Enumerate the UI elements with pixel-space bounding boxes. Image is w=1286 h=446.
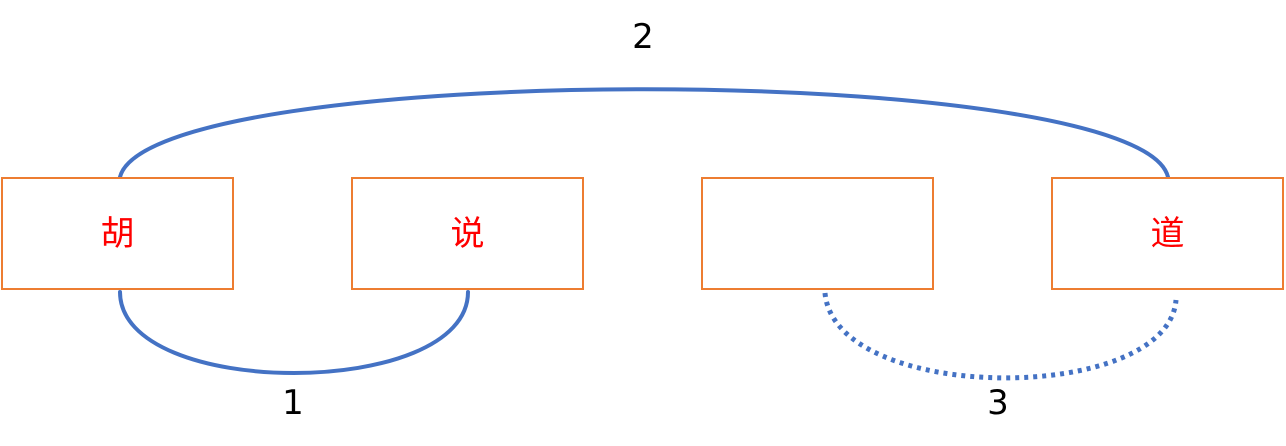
word-box-4: 道 [1051, 177, 1284, 290]
word-box-4-label: 道 [1150, 213, 1185, 254]
word-box-1: 胡 [1, 177, 234, 290]
arc-2 [118, 87, 1170, 179]
arc-3-label: 3 [987, 383, 1009, 423]
arc-2-label: 2 [632, 17, 654, 57]
word-box-2-label: 说 [450, 213, 485, 254]
arc-1 [118, 290, 470, 375]
arc-3 [822, 292, 1179, 381]
arc-1-label: 1 [282, 383, 304, 423]
word-box-2: 说 [351, 177, 584, 290]
word-box-1-label: 胡 [100, 213, 135, 254]
word-box-3 [701, 177, 934, 290]
